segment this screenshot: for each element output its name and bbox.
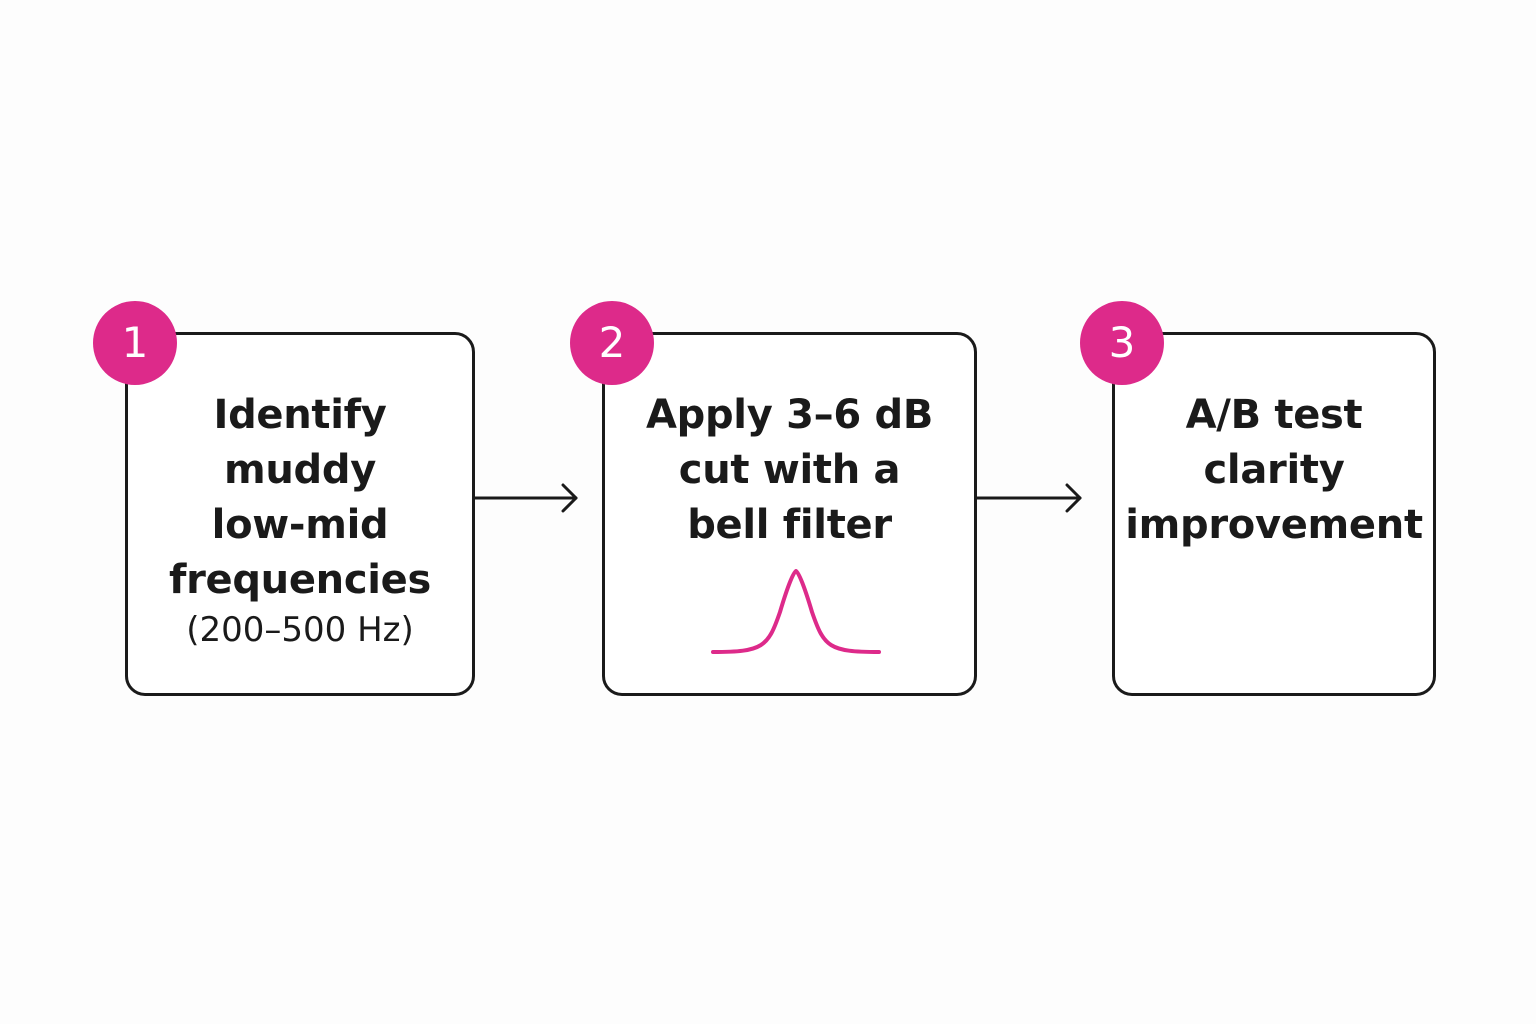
step-1-line-1: Identify: [213, 392, 387, 438]
step-3-line-2: clarity: [1203, 447, 1345, 493]
step-1-frequency-range: (200–500 Hz): [186, 610, 414, 650]
step-2-number-badge: 2: [570, 301, 654, 385]
step-1-number-badge: 1: [93, 301, 177, 385]
step-1-line-4: frequencies: [168, 557, 432, 603]
step-3-line-3: improvement: [1125, 502, 1423, 548]
step-3-line-1: A/B test: [1185, 392, 1363, 438]
step-2-line-3: bell filter: [687, 502, 892, 548]
step-2-line-1: Apply 3–6 dB: [645, 392, 934, 438]
step-1-line-3: low-mid: [211, 502, 389, 548]
bell-curve-icon: [711, 568, 881, 654]
arrow-right-icon: [473, 483, 578, 513]
step-3-card: A/B test clarity improvement: [1112, 332, 1436, 696]
step-2-card: Apply 3–6 dB cut with a bell filter: [602, 332, 977, 696]
step-2-text: Apply 3–6 dB cut with a bell filter: [605, 388, 974, 553]
arrow-right-icon: [975, 483, 1082, 513]
step-1-card: Identify muddy low-mid frequencies (200–…: [125, 332, 475, 696]
step-3-number-badge: 3: [1080, 301, 1164, 385]
step-1-text: Identify muddy low-mid frequencies: [128, 388, 472, 608]
step-1-line-2: muddy: [224, 447, 376, 493]
step-3-text: A/B test clarity improvement: [1115, 388, 1433, 553]
step-2-line-2: cut with a: [678, 447, 901, 493]
